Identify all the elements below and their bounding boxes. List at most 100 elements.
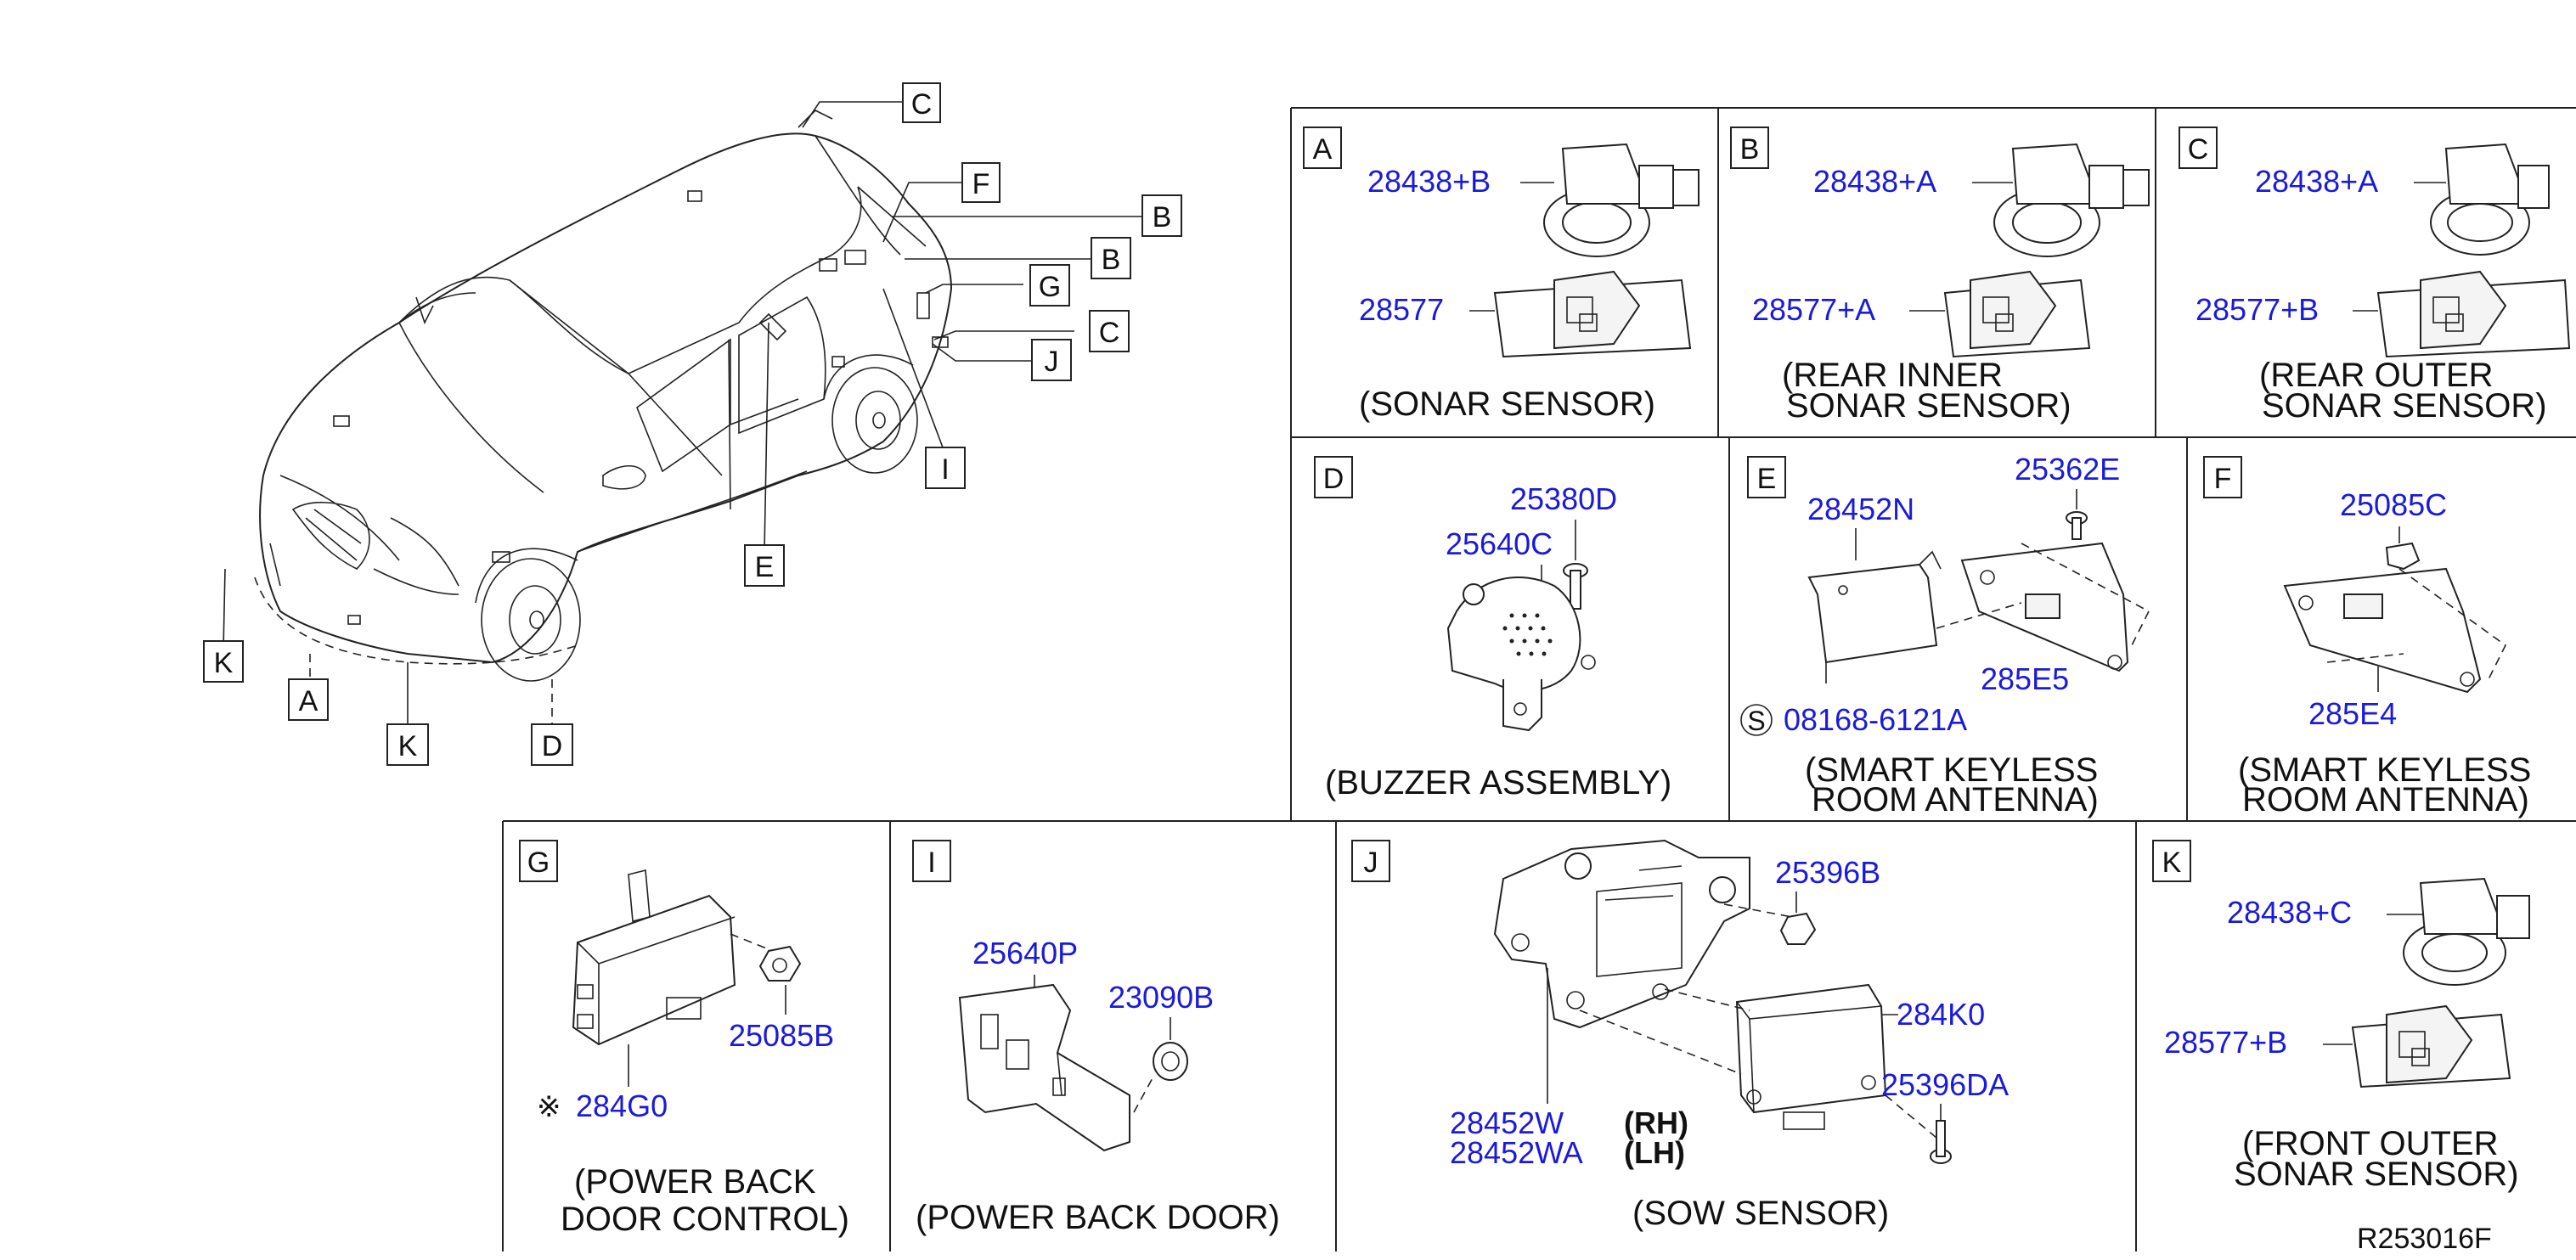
panel-e-part-bracket: 28452N [1807, 492, 1914, 526]
panel-d: D 25380D 25640C (BUZZER ASSEMBLY) [1314, 456, 1671, 802]
panel-b-part-sensor: 28438+A [1813, 164, 1936, 199]
callout-j: J [1045, 346, 1059, 378]
panel-f-part-clip: 25085C [2340, 487, 2447, 522]
callout-k-left: K [214, 647, 234, 679]
grommet-icon [1153, 1042, 1188, 1081]
panel-d-part-screw: 25380D [1510, 481, 1617, 516]
panel-d-letter: D [1323, 463, 1344, 495]
sensor-bracket-icon [2376, 270, 2571, 358]
panel-e-letter: E [1757, 463, 1777, 495]
diagram-reference-number: R253016F [2357, 1223, 2492, 1255]
callout-b-upper: B [1153, 201, 1172, 233]
panel-g-letter: G [527, 847, 550, 879]
vehicle-leader-lines [223, 101, 1142, 726]
panel-i-caption: (POWER BACK DOOR) [916, 1199, 1280, 1236]
sonar-sensor-icon [1543, 143, 1699, 257]
panel-j-part-bolt: 25396DA [1881, 1067, 2009, 1102]
clip-icon [2385, 542, 2421, 571]
panel-j-part-sensor: 284K0 [1897, 997, 1985, 1032]
panel-e-part-antenna: 285E5 [1981, 661, 2069, 696]
panel-c-caption-1: (REAR OUTER [2259, 357, 2494, 394]
nut-icon [758, 945, 802, 982]
callout-c-top: C [911, 88, 933, 121]
clip-icon [2066, 511, 2088, 540]
panel-a-caption: (SONAR SENSOR) [1359, 385, 1655, 423]
panel-c-part-bracket: 28577+B [2196, 292, 2319, 327]
panel-c-part-sensor: 28438+A [2255, 164, 2378, 199]
panel-g-note-mark: ※ [537, 1091, 561, 1123]
callout-a: A [299, 685, 318, 717]
panel-b-caption-1: (REAR INNER [1782, 357, 2003, 394]
panel-i: I 25640P 23090B (POWER BACK DOOR) [912, 840, 1280, 1236]
antenna-icon [1960, 542, 2129, 672]
panel-j-side-lh: (LH) [1624, 1135, 1685, 1170]
panel-i-part-bracket: 25640P [972, 936, 1078, 970]
panel-j: J [1351, 839, 2009, 1232]
bracket-icon [1807, 550, 1942, 664]
panel-e-caption-2: ROOM ANTENNA) [1812, 781, 2099, 818]
panel-f-part-antenna: 285E4 [2308, 696, 2397, 731]
sensor-bracket-icon [1493, 270, 1692, 358]
screw-icon [1563, 563, 1588, 610]
panel-k-part-bracket: 28577+B [2164, 1025, 2287, 1060]
panel-k-letter: K [2162, 847, 2182, 879]
panel-f: F 25085C 285E4 (SMART KEYLESS ROOM ANTEN… [2203, 456, 2531, 818]
vehicle-overview [254, 110, 953, 682]
callout-f: F [972, 168, 990, 200]
control-unit-icon [572, 869, 736, 1046]
panel-k-part-sensor: 28438+C [2227, 895, 2352, 930]
panel-a-part-sensor: 28438+B [1367, 164, 1491, 199]
panel-b-part-bracket: 28577+A [1752, 292, 1875, 327]
callout-b-lower: B [1102, 244, 1121, 276]
panel-e-s-mark: S [1747, 706, 1765, 736]
panel-f-caption-2: ROOM ANTENNA) [2242, 781, 2529, 818]
panel-c: C 28438+A 28577+B (REAR OUTER SONAR SENS… [2179, 127, 2571, 425]
sonar-sensor-icon [2430, 143, 2550, 256]
panel-g-part-nut: 25085B [729, 1018, 834, 1053]
panel-k-caption-2: SONAR SENSOR) [2234, 1156, 2519, 1193]
sonar-sensor-icon [1993, 143, 2150, 257]
callout-g: G [1039, 271, 1061, 303]
panel-k-caption-1: (FRONT OUTER [2242, 1125, 2498, 1162]
buzzer-icon [1446, 577, 1596, 732]
bolt-icon [1930, 1120, 1952, 1164]
panel-g-caption-1: (POWER BACK [574, 1163, 816, 1201]
panel-j-letter: J [1364, 847, 1378, 879]
panel-d-part-buzzer: 25640C [1446, 526, 1553, 561]
panel-c-caption-2: SONAR SENSOR) [2262, 387, 2547, 425]
panel-j-part-bracket-rh: 28452W [1450, 1105, 1564, 1140]
antenna-icon [2283, 567, 2482, 694]
panel-a-part-bracket: 28577 [1359, 292, 1444, 327]
vehicle-callouts: C F B B G C J I E K A K D [203, 82, 1182, 766]
panel-e-caption-1: (SMART KEYLESS [1805, 751, 2098, 789]
callout-c-side: C [1099, 317, 1120, 349]
panel-e: E 28452N 25362E 285E5 S 08168-6121A (SMA… [1740, 452, 2150, 818]
panel-grid [502, 107, 2576, 1252]
callout-k-bottom: K [398, 730, 418, 762]
callout-i: I [941, 453, 949, 486]
radar-unit-icon [1735, 983, 1887, 1130]
callout-e: E [755, 551, 775, 583]
panel-b-letter: B [1740, 133, 1760, 166]
panel-c-letter: C [2188, 133, 2209, 166]
panel-g-caption-2: DOOR CONTROL) [561, 1201, 849, 1238]
panel-b: B 28438+A 28577+A (REAR INNER SONAR SENS… [1730, 127, 2150, 425]
panel-e-part-bolt: 08168-6121A [1784, 702, 1967, 737]
sonar-sensor-icon [2403, 877, 2530, 986]
panel-d-caption: (BUZZER ASSEMBLY) [1325, 764, 1671, 802]
panel-a: A 28438+B 28577 (SONAR SENSOR) [1303, 127, 1699, 423]
panel-i-part-grommet: 23090B [1108, 980, 1214, 1015]
panel-j-side-rh: (RH) [1624, 1105, 1688, 1140]
panel-j-caption: (SOW SENSOR) [1632, 1195, 1889, 1232]
panel-j-part-bracket-lh: 28452WA [1450, 1135, 1583, 1170]
callout-d: D [542, 730, 563, 762]
motor-bracket-icon [958, 983, 1130, 1152]
panel-f-caption-1: (SMART KEYLESS [2238, 751, 2531, 789]
panel-b-caption-2: SONAR SENSOR) [1786, 387, 2072, 425]
nut-icon [1779, 912, 1817, 945]
panel-a-letter: A [1313, 133, 1333, 166]
panel-k: K 28438+C 28577+B (FRONT OUTER SONAR SEN… [2152, 840, 2530, 1193]
panel-f-letter: F [2214, 463, 2232, 495]
panel-e-part-clip: 25362E [2015, 452, 2120, 487]
